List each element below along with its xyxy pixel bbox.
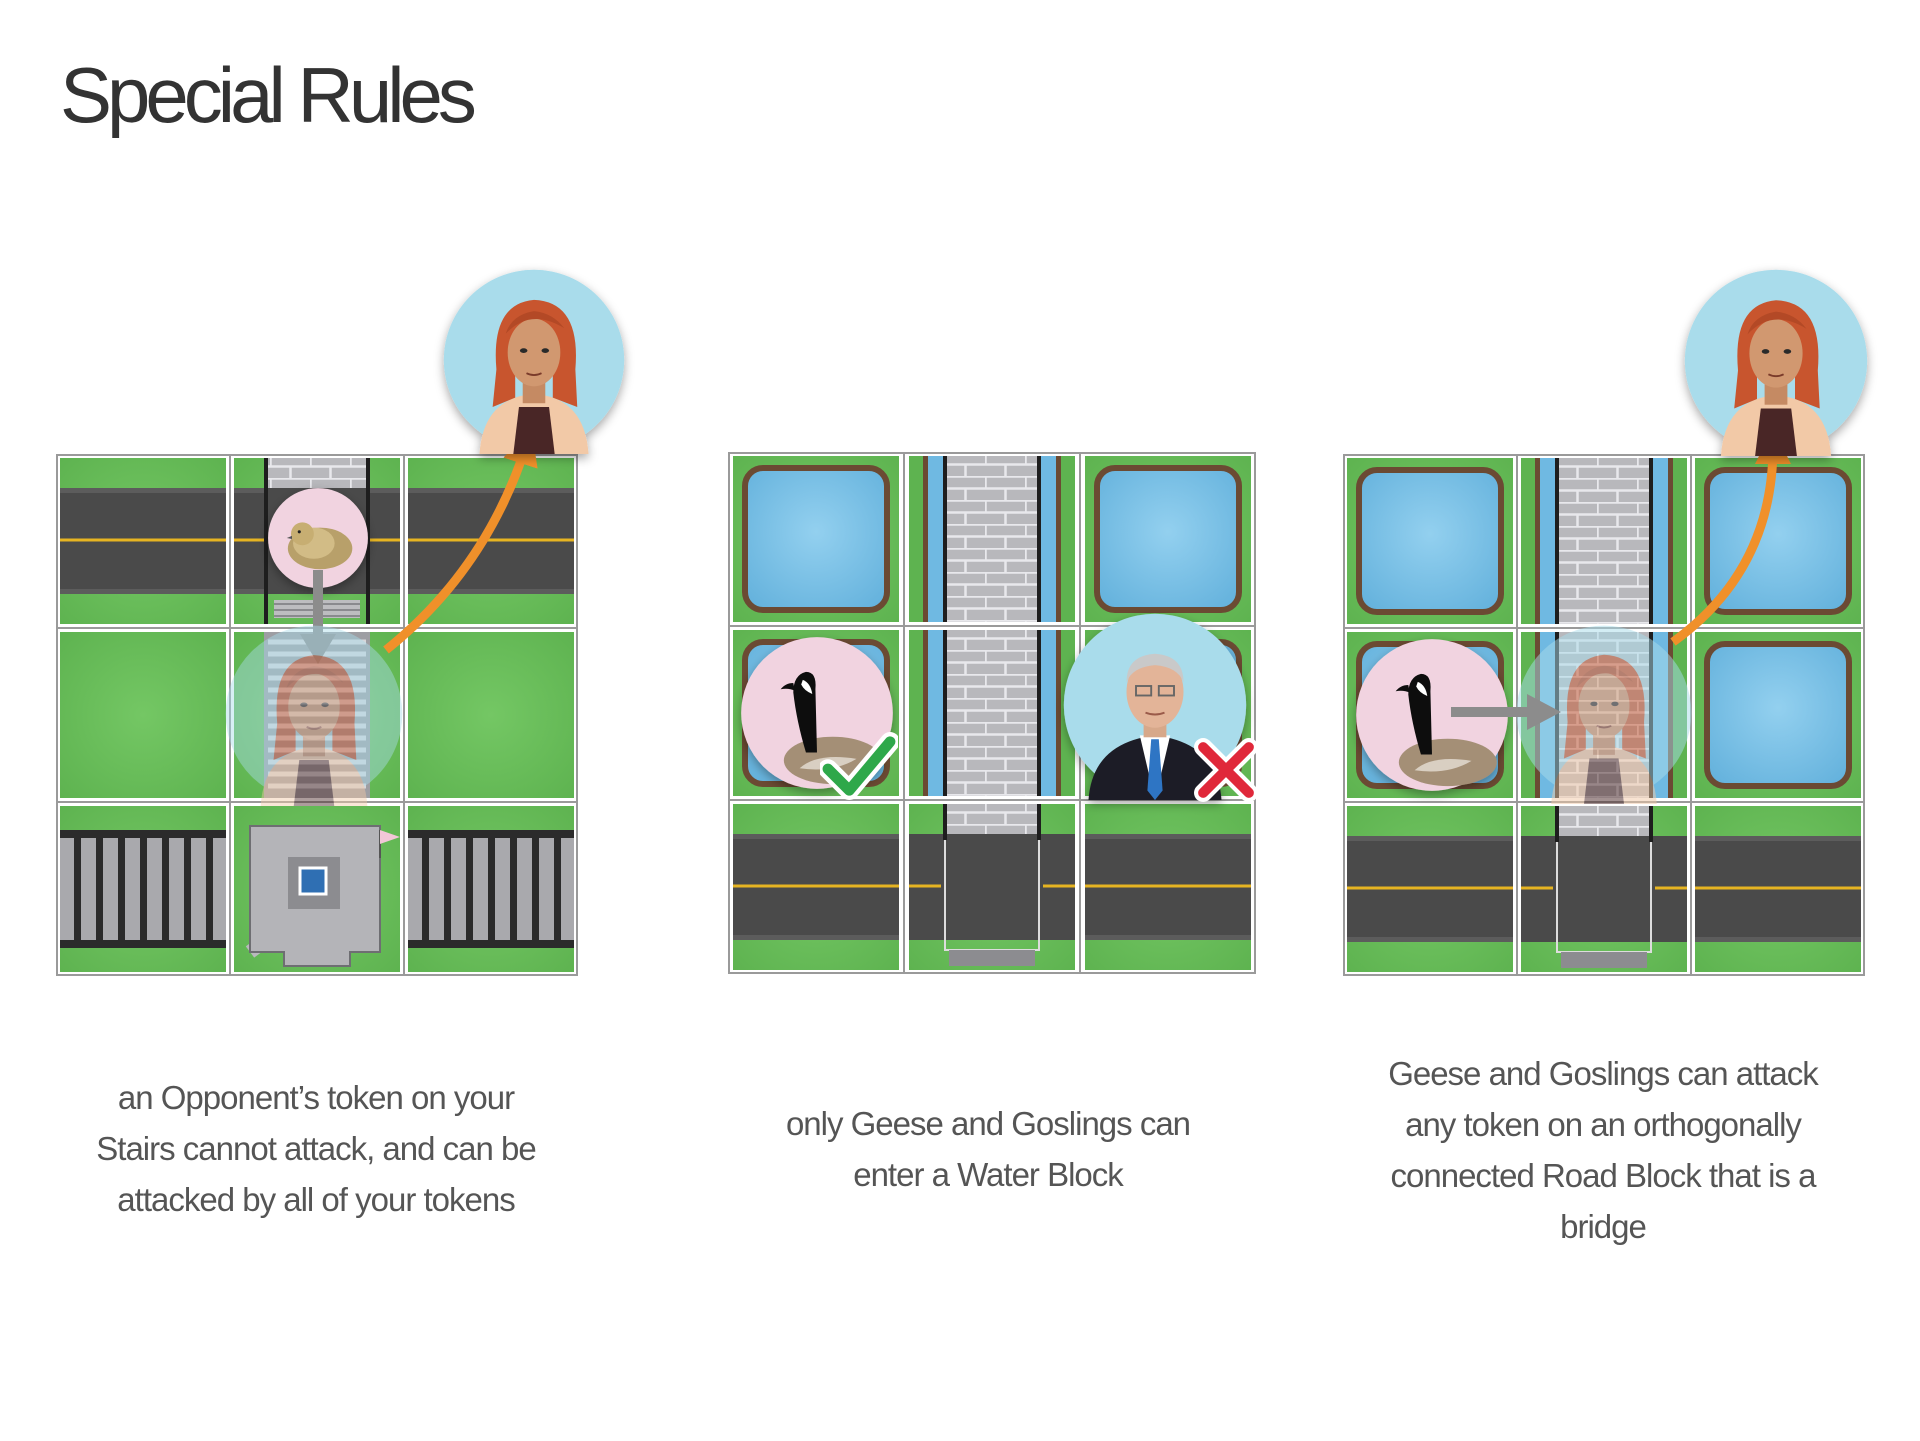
caption-line: attacked by all of your tokens: [117, 1181, 515, 1218]
road-tile: [1693, 804, 1863, 974]
rail-tile: [60, 806, 226, 972]
road-tile: [406, 456, 576, 626]
water-tile: [1347, 458, 1513, 624]
stairs-rule-board: [56, 268, 626, 976]
water-tile: [1085, 456, 1251, 622]
woman-token: [442, 268, 626, 454]
caption-line: enter a Water Block: [853, 1156, 1124, 1193]
caption-line: any token on an orthogonally: [1405, 1106, 1802, 1143]
caption-line: connected Road Block that is a: [1390, 1157, 1817, 1194]
water-rule-caption: only Geese and Goslings can enter a Wate…: [708, 1098, 1268, 1200]
caption-line: an Opponent’s token on your: [117, 1079, 515, 1116]
water-tile: [733, 456, 899, 622]
move-arrow-orange: [383, 428, 538, 654]
road-tile: [1083, 802, 1253, 972]
grass-tile: [60, 632, 226, 798]
bridge-rule-caption: Geese and Goslings can attack any token …: [1323, 1048, 1883, 1252]
road-bridge-tile: [1519, 804, 1689, 974]
stairs-rule-panel: an Opponent’s token on your Stairs canno…: [56, 250, 656, 1250]
bridge-rule-panel: Geese and Goslings can attack any token …: [1343, 250, 1920, 1250]
road-tile: [58, 456, 228, 626]
move-arrow-orange: [1670, 428, 1791, 646]
road-tile: [731, 802, 901, 972]
road-tile: [1345, 804, 1515, 974]
rail-tile: [408, 806, 574, 972]
woman-token: [1683, 268, 1869, 456]
page-title: Special Rules: [60, 51, 477, 139]
water-tile: [1695, 632, 1861, 798]
grass-tile: [408, 632, 574, 798]
caption-line: only Geese and Goslings can: [785, 1105, 1191, 1142]
caption-line: Geese and Goslings can attack: [1388, 1055, 1819, 1092]
water-rule-board: [728, 452, 1328, 974]
bridge-rule-board: [1343, 268, 1869, 976]
water-bridge-tile: [1521, 458, 1687, 624]
train-station-tile: [234, 806, 400, 972]
caption-line: Stairs cannot attack, and can be: [96, 1130, 536, 1167]
stairs-rule-caption: an Opponent’s token on your Stairs canno…: [36, 1072, 596, 1225]
road-bridge-tile: [907, 802, 1077, 972]
water-bridge-tile: [909, 630, 1075, 796]
water-rule-panel: only Geese and Goslings can enter a Wate…: [728, 250, 1328, 1250]
water-bridge-tile: [909, 456, 1075, 622]
attack-arrowhead-gray: [1527, 694, 1561, 730]
caption-line: bridge: [1560, 1208, 1647, 1245]
